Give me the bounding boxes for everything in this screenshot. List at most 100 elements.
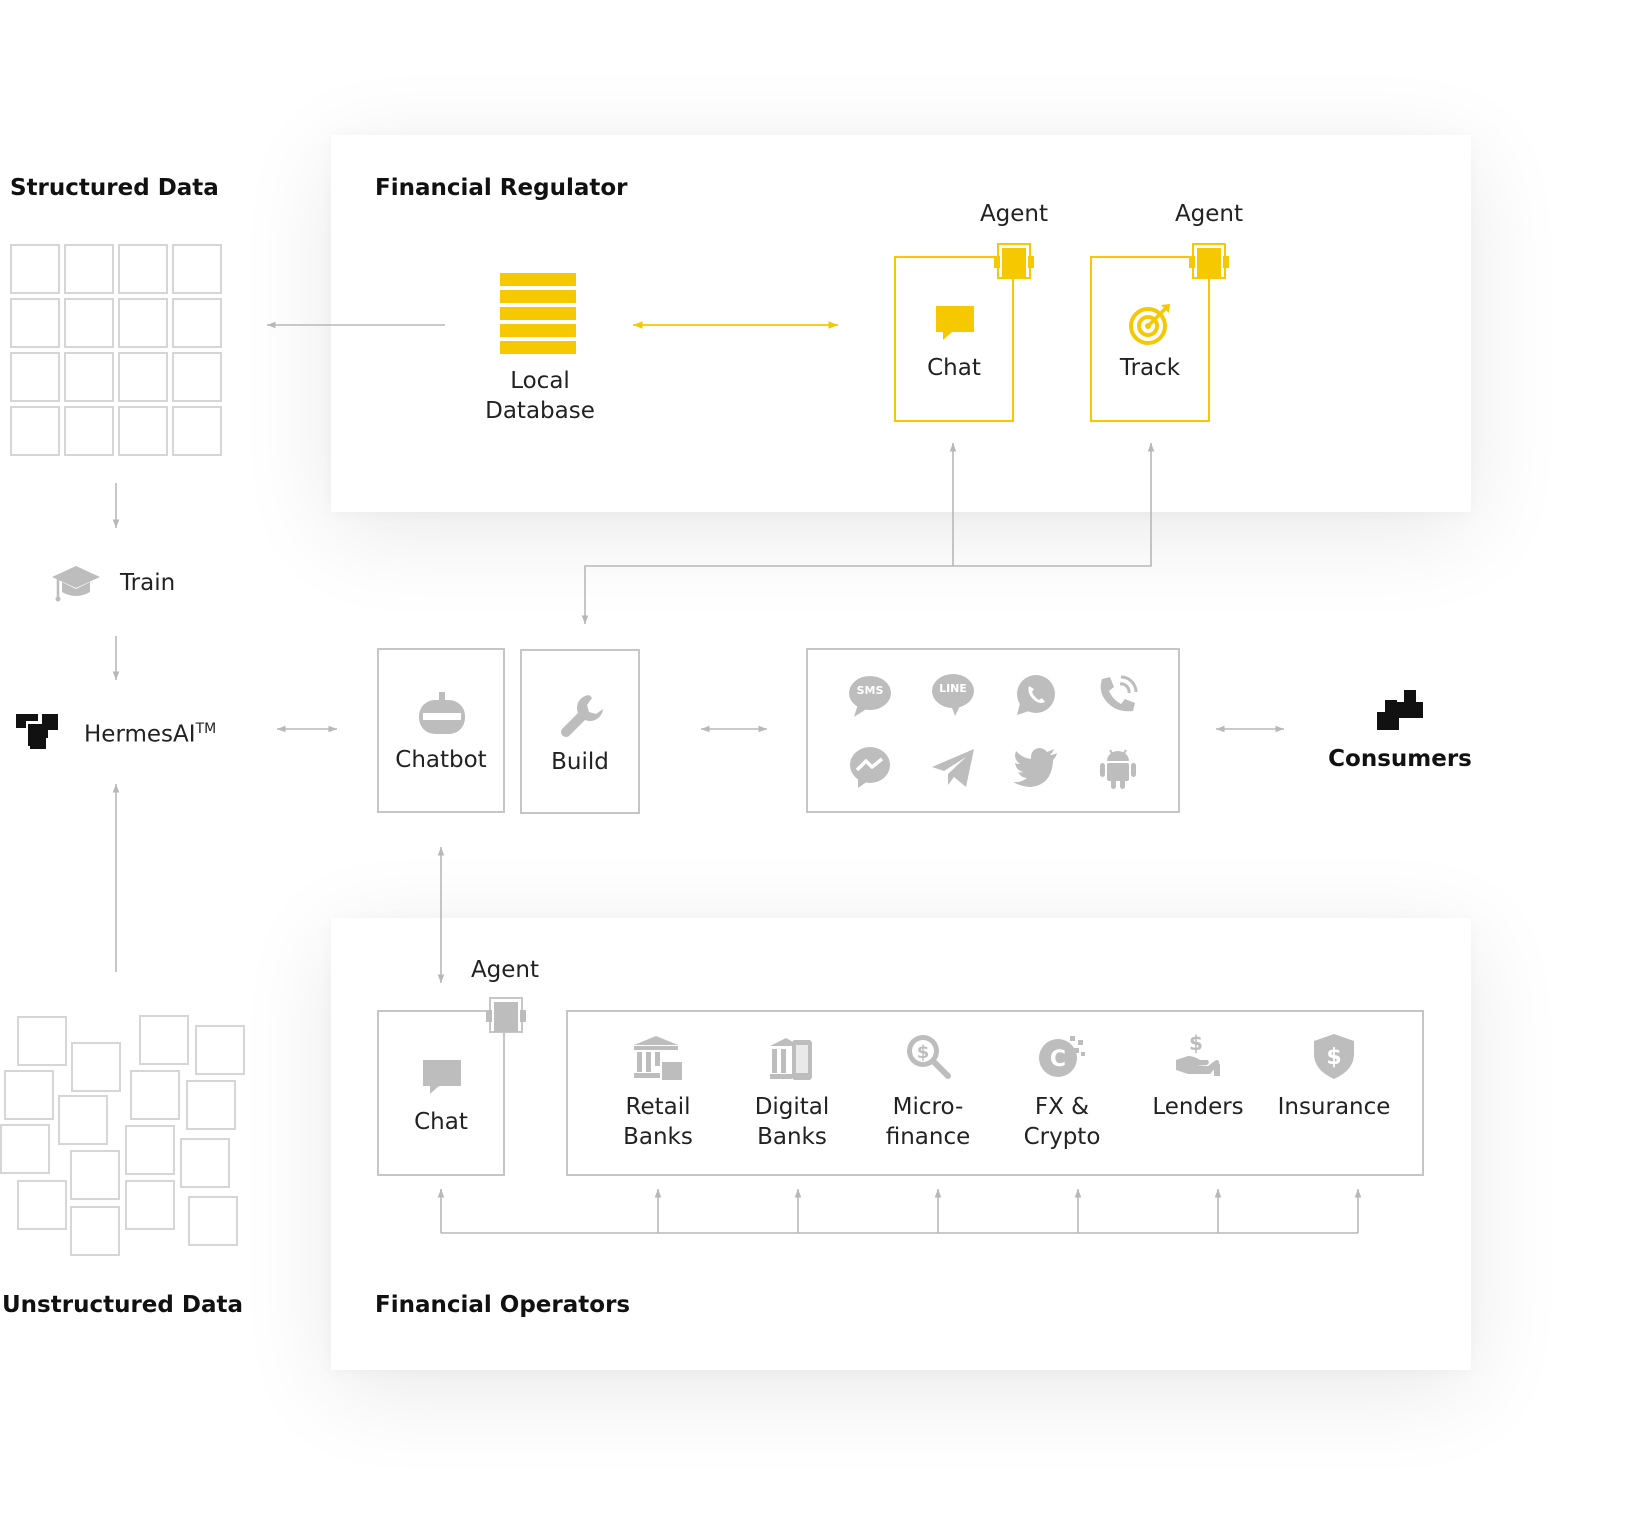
- svg-text:C: C: [1050, 1047, 1066, 1072]
- sms-icon-text: SMS: [856, 684, 884, 697]
- chatbot-box[interactable]: Chatbot: [377, 648, 505, 813]
- hermesai-tm: TM: [195, 721, 217, 737]
- build-box[interactable]: Build: [520, 649, 640, 814]
- grid-cell: [118, 244, 168, 294]
- grid-cell: [172, 244, 222, 294]
- operator-chat-box[interactable]: Chat: [377, 1010, 505, 1176]
- local-database-line1: Local: [510, 368, 570, 394]
- grid-cell: [118, 298, 168, 348]
- digital-banks-line1: Digital: [754, 1094, 830, 1120]
- fx-crypto-line1: FX &: [1034, 1094, 1090, 1120]
- regulator-chat-box[interactable]: Chat: [894, 256, 1014, 422]
- grid-cell: [172, 352, 222, 402]
- digital-banks-label: Digital Banks: [722, 1092, 862, 1152]
- financial-operators-title: Financial Operators: [375, 1292, 631, 1318]
- crypto-icon: C: [1039, 1036, 1085, 1077]
- digital-banks-line2: Banks: [757, 1124, 827, 1150]
- chat-icon: [423, 1060, 461, 1094]
- line-icon[interactable]: LINE: [931, 672, 975, 716]
- grid-cell: [172, 298, 222, 348]
- android-icon[interactable]: [1098, 746, 1138, 790]
- operator-type-fx-crypto[interactable]: C FX & Crypto: [992, 1030, 1132, 1170]
- retail-banks-label: Retail Banks: [588, 1092, 728, 1152]
- grid-cell: [10, 244, 60, 294]
- operator-chat-label: Chat: [414, 1109, 468, 1135]
- robot-icon: [419, 692, 465, 734]
- operator-type-retail-banks[interactable]: Retail Banks: [588, 1030, 728, 1170]
- regulator-track-box[interactable]: Track: [1090, 256, 1210, 422]
- grid-cell: [64, 244, 114, 294]
- agent-headset-icon: [994, 243, 1034, 279]
- phone-icon[interactable]: [1096, 673, 1140, 717]
- scatter-cell: [180, 1138, 230, 1188]
- database-icon: [500, 273, 576, 354]
- regulator-chat-agent-label: Agent: [979, 201, 1049, 227]
- scatter-cell: [4, 1070, 54, 1120]
- shield-dollar-icon: $: [1314, 1034, 1354, 1079]
- scatter-cell: [0, 1124, 50, 1174]
- hermes-logo-icon: [16, 714, 58, 749]
- operator-type-insurance[interactable]: $ Insurance: [1264, 1030, 1404, 1170]
- scatter-cell: [70, 1150, 120, 1200]
- scatter-cell: [188, 1196, 238, 1246]
- operator-type-digital-banks[interactable]: Digital Banks: [722, 1030, 862, 1170]
- grid-cell: [64, 352, 114, 402]
- scatter-cell: [70, 1206, 120, 1256]
- scatter-cell: [58, 1095, 108, 1145]
- regulator-chat-label: Chat: [927, 355, 981, 381]
- svg-text:$: $: [1326, 1045, 1341, 1070]
- twitter-icon[interactable]: [1013, 747, 1059, 789]
- structured-grid: [10, 244, 224, 458]
- scatter-cell: [186, 1080, 236, 1130]
- operator-agent-label: Agent: [470, 957, 540, 983]
- agent-headset-icon: [486, 997, 526, 1033]
- hermesai-label: HermesAITM: [84, 714, 216, 750]
- grid-cell: [10, 298, 60, 348]
- lending-hand-icon: $: [1176, 1032, 1220, 1076]
- agent-headset-icon: [1189, 243, 1229, 279]
- digital-bank-icon: [770, 1038, 812, 1080]
- messenger-icon[interactable]: [848, 745, 892, 789]
- grid-cell: [64, 298, 114, 348]
- microfinance-line2: finance: [885, 1124, 971, 1150]
- microfinance-line1: Micro-: [892, 1094, 964, 1120]
- scatter-cell: [139, 1015, 189, 1065]
- scatter-cell: [130, 1070, 180, 1120]
- target-icon: [1129, 304, 1170, 345]
- structured-data-title: Structured Data: [10, 175, 219, 201]
- operator-type-microfinance[interactable]: $ Micro- finance: [858, 1030, 998, 1170]
- chat-icon: [936, 306, 974, 340]
- scatter-cell: [125, 1180, 175, 1230]
- grid-cell: [172, 406, 222, 456]
- line-icon-text: LINE: [939, 682, 967, 695]
- lenders-label: Lenders: [1152, 1094, 1244, 1120]
- build-label: Build: [551, 749, 609, 775]
- unstructured-squares: [0, 1010, 250, 1260]
- fx-crypto-label: FX & Crypto: [992, 1092, 1132, 1152]
- local-database-label: Local Database: [460, 366, 620, 426]
- retail-banks-line2: Banks: [623, 1124, 693, 1150]
- hermesai-name: HermesAI: [84, 721, 196, 748]
- regulator-track-agent-label: Agent: [1174, 201, 1244, 227]
- telegram-icon[interactable]: [930, 745, 976, 789]
- local-database-line2: Database: [485, 398, 595, 424]
- operators-bus-connector: [440, 1190, 1359, 1234]
- svg-text:$: $: [1189, 1032, 1203, 1055]
- retail-banks-line1: Retail: [625, 1094, 691, 1120]
- whatsapp-icon[interactable]: [1014, 673, 1058, 717]
- sms-icon[interactable]: SMS: [848, 674, 892, 718]
- regulator-track-label: Track: [1119, 355, 1181, 381]
- channels-box: SMS LINE: [806, 648, 1180, 813]
- agents-to-build-connector: [584, 444, 1152, 622]
- consumers-label: Consumers: [1328, 746, 1472, 772]
- magnifier-dollar-icon: $: [907, 1035, 951, 1079]
- scatter-cell: [195, 1025, 245, 1075]
- consumers-icon: [1377, 690, 1423, 730]
- train-label: Train: [120, 570, 176, 596]
- operator-type-lenders[interactable]: $ Lenders: [1128, 1030, 1268, 1170]
- grid-cell: [10, 406, 60, 456]
- bank-icon: [634, 1036, 682, 1080]
- grid-cell: [64, 406, 114, 456]
- grid-cell: [118, 406, 168, 456]
